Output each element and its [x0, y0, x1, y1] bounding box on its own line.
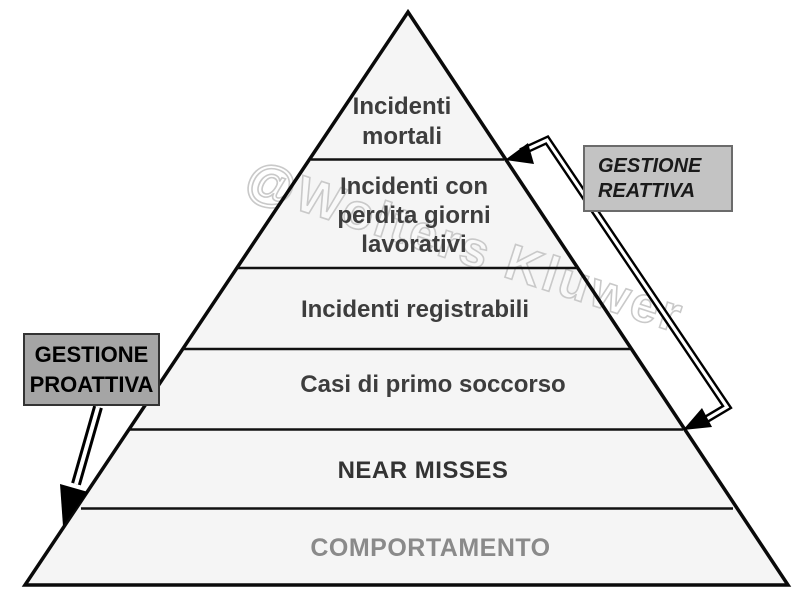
proactive-management-box: GESTIONE PROATTIVA [23, 333, 160, 406]
reactive-management-box: GESTIONE REATTIVA [583, 145, 733, 212]
proactive-arrow-shaft-inner [74, 406, 100, 485]
reactive-arrowhead-bottom [683, 408, 712, 430]
proactive-arrowhead [60, 484, 88, 526]
reactive-arrowhead-top [505, 143, 534, 164]
pyramid-level-label-near-misses: NEAR MISSES [273, 456, 573, 485]
level-text-line: Incidenti registrabili [300, 296, 530, 323]
level-text-line: Incidenti con [339, 173, 488, 200]
reactive-arrow-shaft-inner [520, 137, 730, 425]
pyramid-level-label-comportamento: COMPORTAMENTO [278, 534, 583, 563]
pyramid-level-label-perdita-giorni: Incidenti con perdita giorni lavorativi [288, 172, 540, 259]
level-text-line: COMPORTAMENTO [310, 534, 551, 562]
level-text-line: NEAR MISSES [337, 457, 509, 484]
callout-text-line: PROATTIVA [29, 372, 154, 397]
pyramid-shape [25, 12, 788, 585]
level-text-line: perdita giorni [337, 202, 491, 229]
level-text-line: mortali [361, 123, 442, 150]
callout-text-line: GESTIONE [34, 342, 149, 367]
pyramid-outline [21, 8, 792, 587]
pyramid-level-label-incidenti-mortali: Incidenti mortali [302, 92, 502, 152]
level-text-line: Casi di primo soccorso [300, 371, 566, 398]
pyramid-level-label-primo-soccorso: Casi di primo soccorso [283, 370, 583, 399]
reactive-arrow [505, 134, 733, 430]
proactive-arrow [60, 405, 103, 526]
level-text-line: Incidenti [352, 93, 452, 120]
callout-text-line: GESTIONE [598, 155, 702, 177]
callout-text-line: REATTIVA [598, 180, 696, 202]
level-text-line: lavorativi [361, 231, 467, 258]
pyramid-level-label-registrabili: Incidenti registrabili [260, 295, 570, 324]
